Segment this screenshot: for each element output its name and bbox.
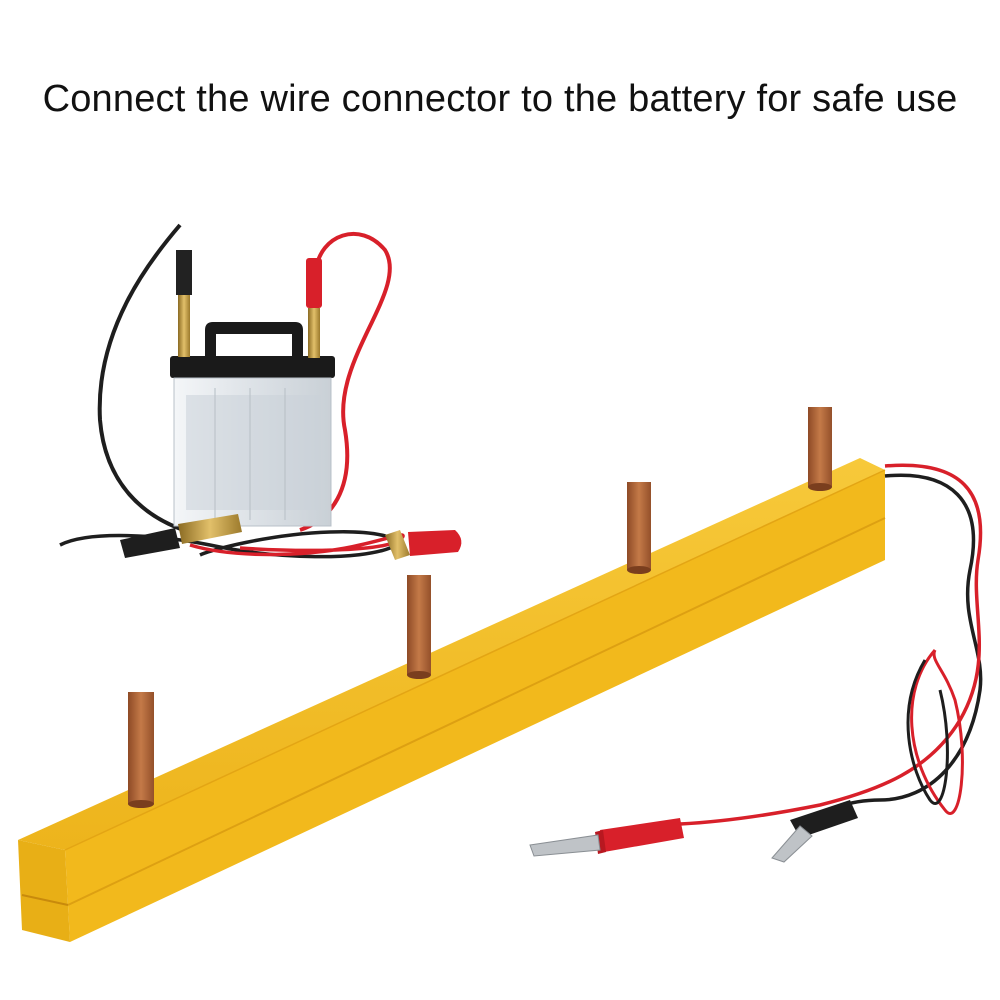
red-terminal-clip	[306, 258, 322, 358]
copper-contact-2	[407, 575, 431, 679]
red-cable-right	[299, 231, 392, 532]
caption-text: Connect the wire connector to the batter…	[42, 78, 958, 120]
copper-contact-4	[808, 407, 832, 491]
black-terminal-clip	[176, 250, 192, 357]
car-battery	[59, 223, 462, 560]
battery-handle	[205, 322, 303, 358]
black-plug	[120, 514, 242, 558]
lead-black	[798, 473, 983, 830]
battery-lid	[170, 356, 335, 378]
bar-top-face	[18, 458, 885, 850]
alligator-clip-leads	[529, 463, 983, 863]
bar-front-face	[65, 470, 885, 942]
black-cable-left	[97, 223, 201, 537]
copper-contact-3	[627, 482, 651, 574]
bar-end-face	[18, 840, 70, 942]
wooden-bar	[18, 458, 886, 942]
red-plug	[385, 530, 462, 560]
copper-contact-1	[128, 692, 154, 808]
black-alligator-clip	[771, 800, 858, 863]
red-alligator-clip	[529, 818, 684, 857]
